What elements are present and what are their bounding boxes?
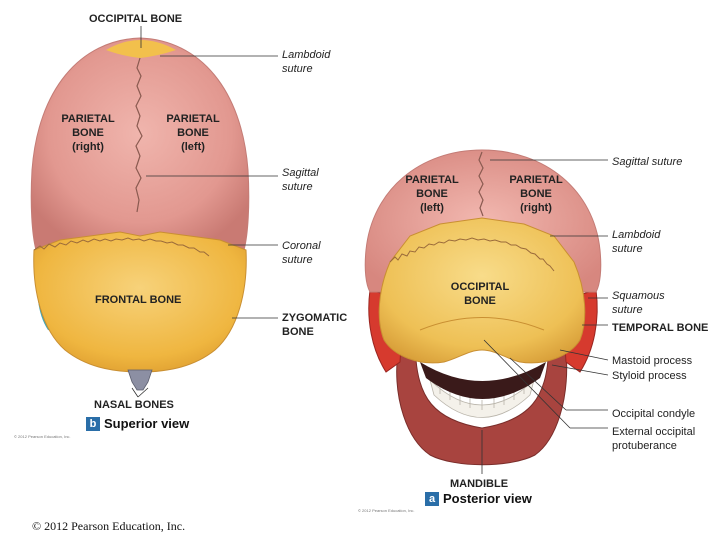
label-lambdoid-suture-superior: Lambdoid suture [282,49,331,75]
label-styloid-process: Styloid process [612,370,687,382]
view-badge-b: b [86,416,100,431]
superior-credit: © 2012 Pearson Education, Inc. [14,434,71,439]
mandible-shape [396,349,568,466]
label-external-occipital-protuberance: External occipital protuberance [612,426,696,452]
label-parietal-right-superior: PARIETAL BONE (right) [61,113,115,153]
superior-view-title: Superior view [104,416,190,431]
nasal-bones-shape [127,369,153,391]
coronal-suture-line [33,237,210,257]
sagittal-suture-line [135,57,143,213]
nuchal-line [419,317,545,331]
teeth-gaps [439,384,525,410]
label-mandible: MANDIBLE [450,478,509,490]
superior-view-caption: b Superior view [86,416,189,431]
superior-leader-lines [131,26,278,398]
lambdoid-suture-line [389,237,555,272]
superior-skull [30,26,278,398]
label-frontal-bone: FRONTAL BONE [95,294,182,306]
posterior-skull [364,149,609,474]
label-parietal-left-posterior: PARIETAL BONE (left) [405,174,459,214]
label-sagittal-suture-posterior: Sagittal suture [612,156,683,168]
label-lambdoid-suture-posterior: Lambdoid suture [612,229,661,255]
label-nasal-bones: NASAL BONES [94,399,174,411]
posterior-credit: © 2012 Pearson Education, Inc. [358,508,415,513]
occipital-region-posterior [378,217,586,364]
posterior-view-caption: a Posterior view [425,491,532,506]
label-parietal-right-posterior: PARIETAL BONE (right) [509,174,563,214]
teeth-row [429,378,535,418]
label-mastoid-process: Mastoid process [612,355,693,367]
label-parietal-left-superior: PARIETAL BONE (left) [166,113,220,153]
label-sagittal-suture-superior: Sagittal suture [282,167,319,193]
posterior-leader-lines [481,159,609,474]
label-occipital-bone-superior: OCCIPITAL BONE [89,13,183,25]
palate-shadow [420,362,546,399]
label-coronal-suture: Coronal suture [282,240,321,266]
frontal-region-superior [33,231,247,373]
label-temporal-bone: TEMPORAL BONE [612,322,709,334]
posterior-view-title: Posterior view [443,491,532,506]
label-occipital-condyle: Occipital condyle [612,408,696,420]
label-zygomatic-bone: ZYGOMATIC BONE [282,312,348,338]
occipital-tip-superior [106,40,176,58]
view-badge-a: a [425,491,439,506]
label-occipital-bone-posterior: OCCIPITAL BONE [450,281,510,307]
copyright-notice: © 2012 Pearson Education, Inc. [32,519,186,533]
label-squamous-suture: Squamous suture [612,290,665,316]
sagittal-suture-posterior [478,151,484,217]
